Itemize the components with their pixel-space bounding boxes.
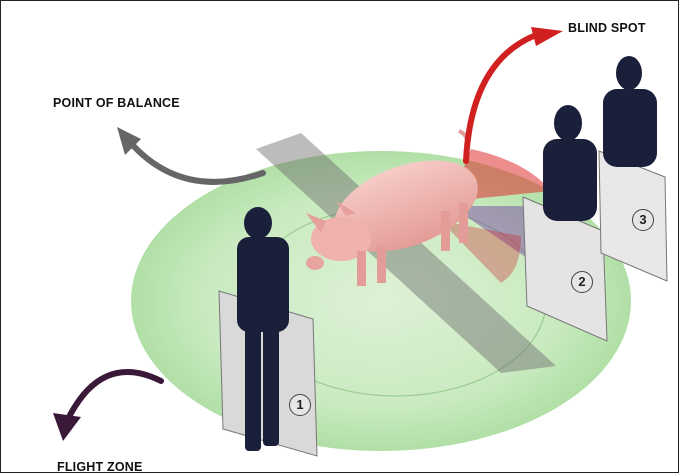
flight-zone-arrow: [67, 372, 161, 421]
blind-spot-arrowhead: [531, 27, 563, 46]
blind-spot-label: BLIND SPOT: [568, 21, 646, 35]
flight-zone-label: FLIGHT ZONE: [57, 460, 143, 473]
flight-zone-arrowhead: [53, 413, 81, 441]
handler-2-figure: [543, 105, 597, 221]
handler-3-number: 3: [632, 209, 654, 231]
blind-spot-arrow: [466, 35, 536, 161]
handler-1-number: 1: [289, 394, 311, 416]
balance-arrow: [129, 141, 263, 182]
point-of-balance-label: POINT OF BALANCE: [53, 96, 180, 110]
handler-3-figure: [603, 56, 657, 167]
handler-2-number: 2: [571, 271, 593, 293]
